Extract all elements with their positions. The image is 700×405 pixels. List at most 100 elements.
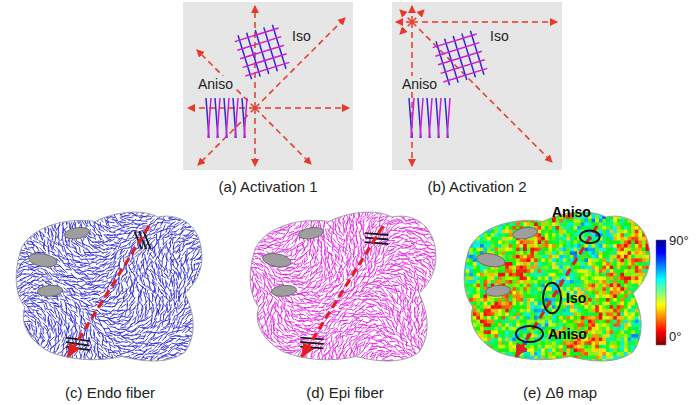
fiber-line <box>141 223 147 225</box>
fiber-line <box>84 244 90 247</box>
fiber-line <box>88 238 90 244</box>
fiber-line <box>23 224 27 229</box>
fiber-line <box>102 320 108 322</box>
fiber-line <box>37 302 43 303</box>
fiber-line <box>79 360 81 366</box>
fiber-line <box>43 351 47 356</box>
fiber-line <box>102 340 103 346</box>
fiber-line <box>129 252 130 258</box>
atria <box>11 205 657 369</box>
fiber-line <box>17 328 22 331</box>
fiber-line <box>93 350 96 355</box>
fiber-line <box>154 232 158 237</box>
fiber-line <box>17 280 23 282</box>
fiber-line <box>153 212 158 215</box>
fiber-line <box>131 301 135 306</box>
fiber-line <box>39 298 43 303</box>
fiber-line <box>94 274 100 275</box>
fiber-line <box>47 351 49 357</box>
fiber-line <box>125 270 128 276</box>
fiber-line <box>83 263 89 264</box>
fiber-line <box>72 254 74 260</box>
fiber-line <box>139 251 143 256</box>
fiber-line <box>43 245 46 251</box>
fiber-line <box>32 220 33 226</box>
fiber-line <box>58 206 60 212</box>
fiber-line <box>75 205 76 211</box>
fiber-line <box>66 214 67 220</box>
fiber-line <box>113 361 119 362</box>
fiber-line <box>15 311 21 312</box>
ray <box>255 107 349 109</box>
fiber-line <box>12 329 16 334</box>
fiber-line <box>40 353 42 359</box>
fiber-line <box>145 216 151 217</box>
fiber-line <box>146 362 152 364</box>
fiber-line <box>37 349 39 355</box>
fiber-line <box>101 207 104 213</box>
fiber-line <box>72 208 77 212</box>
fiber-line <box>76 262 82 264</box>
fiber-line <box>117 207 122 211</box>
fiber-line <box>27 214 30 220</box>
fiber-line <box>12 351 17 355</box>
fiber-line <box>42 211 46 216</box>
fiber-line <box>112 314 118 315</box>
ray <box>254 108 256 166</box>
fiber-line <box>35 234 37 240</box>
fiber-line <box>141 209 147 211</box>
fiber-line <box>162 292 165 297</box>
fiber-line <box>135 334 141 335</box>
fiber-line <box>79 293 83 298</box>
fiber-line <box>81 361 84 366</box>
fiber-line <box>168 207 173 211</box>
fiber-line <box>121 231 127 232</box>
fiber-line <box>28 219 32 224</box>
fiber-line <box>161 362 166 366</box>
fiber-line <box>163 347 169 350</box>
fiber-line <box>17 324 22 327</box>
fiber-line <box>106 335 112 337</box>
fiber-line <box>28 209 29 215</box>
fiber-line <box>22 361 23 367</box>
fiber-line <box>85 214 87 220</box>
fiber-line <box>102 281 108 283</box>
fiber-line <box>43 356 45 362</box>
fiber-line <box>114 273 116 279</box>
fiber-line <box>118 244 121 250</box>
fiber-line <box>84 265 90 266</box>
fiber-line <box>15 364 20 367</box>
fiber-line <box>91 207 93 213</box>
fiber-line <box>166 274 169 280</box>
fiber-line <box>66 253 71 257</box>
fiber-line <box>49 341 51 347</box>
fiber-line <box>19 249 25 251</box>
fiber-line <box>84 298 90 299</box>
fiber-line <box>165 301 168 307</box>
fiber-line <box>106 313 112 315</box>
fiber-line <box>136 330 140 335</box>
fiber-line <box>137 315 139 321</box>
fiber-line <box>19 261 23 266</box>
fiber-line <box>121 361 126 365</box>
fiber-line <box>98 206 100 212</box>
fiber-line <box>99 237 104 241</box>
fiber-line <box>33 295 39 297</box>
fiber-line <box>74 251 79 254</box>
fiber-line <box>90 211 92 217</box>
fiber-line <box>40 352 41 358</box>
fiber-line <box>22 235 28 236</box>
fiber-line <box>51 318 53 324</box>
fiber-line <box>53 325 55 331</box>
fiber-line <box>73 291 79 293</box>
fiber-line <box>102 360 103 366</box>
fiber-line <box>40 357 43 363</box>
fiber-line <box>19 349 24 352</box>
epi-fiber-line <box>411 98 414 138</box>
fiber-line <box>16 306 22 308</box>
fiber-line <box>124 230 130 233</box>
fiber-line <box>158 271 159 277</box>
fiber-line <box>65 279 71 281</box>
fiber-line <box>40 222 43 228</box>
fiber-line <box>44 214 47 220</box>
